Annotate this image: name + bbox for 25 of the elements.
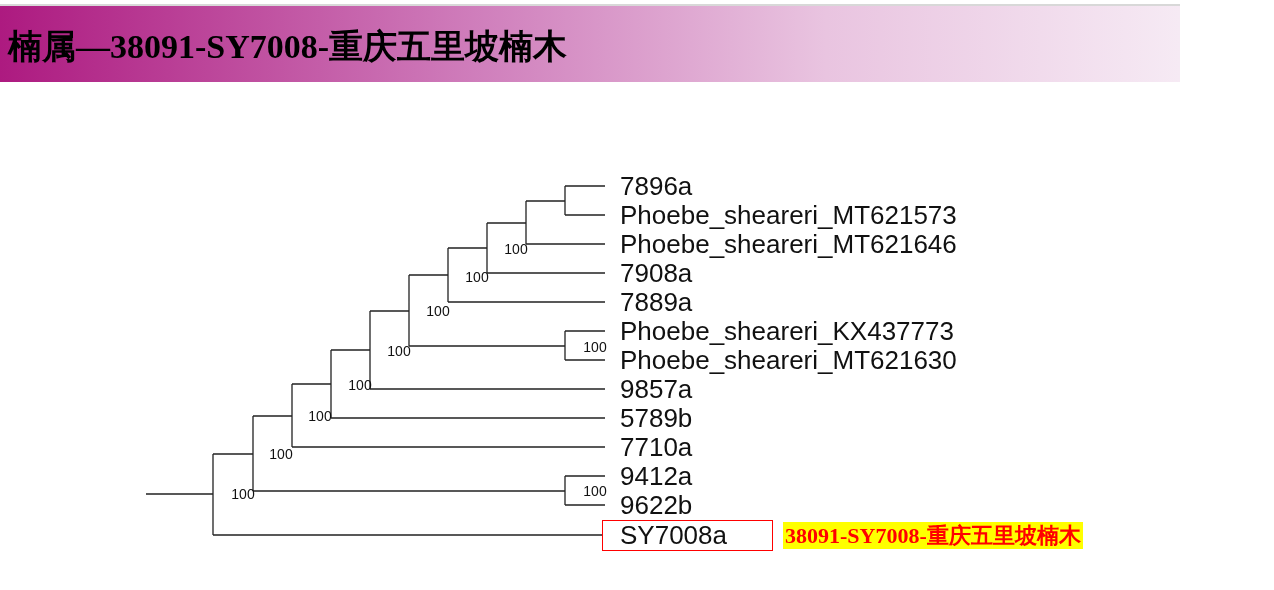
taxon-label: 7710a [620,432,693,462]
bootstrap-value: 100 [583,339,607,355]
bootstrap-value: 100 [308,408,332,424]
highlighted-taxon-box [602,520,773,551]
taxon-label: 9857a [620,374,693,404]
bootstrap-value: 100 [504,241,528,257]
taxon-label: SY7008a [620,520,727,551]
taxon-label: 9622b [620,490,693,520]
bootstrap-value: 100 [231,486,255,502]
bootstrap-value: 100 [387,343,411,359]
taxon-label: Phoebe_sheareri_KX437773 [620,316,954,346]
taxon-label: Phoebe_sheareri_MT621646 [620,229,957,259]
bootstrap-value: 100 [465,269,489,285]
sample-name: 38091-SY7008-重庆五里坡楠木 [785,521,1081,550]
bootstrap-value: 100 [426,303,450,319]
taxon-label: 7896a [620,171,693,201]
bootstrap-value: 100 [583,483,607,499]
title: 楠属—38091-SY7008-重庆五里坡楠木 [8,27,568,67]
taxon-label: 7889a [620,287,693,317]
taxon-label: 9412a [620,461,693,491]
taxon-label: 7908a [620,258,693,288]
taxon-label: Phoebe_sheareri_MT621573 [620,200,957,230]
taxon-label: Phoebe_sheareri_MT621630 [620,345,957,375]
taxon-label: 5789b [620,403,693,433]
bootstrap-value: 100 [269,446,293,462]
